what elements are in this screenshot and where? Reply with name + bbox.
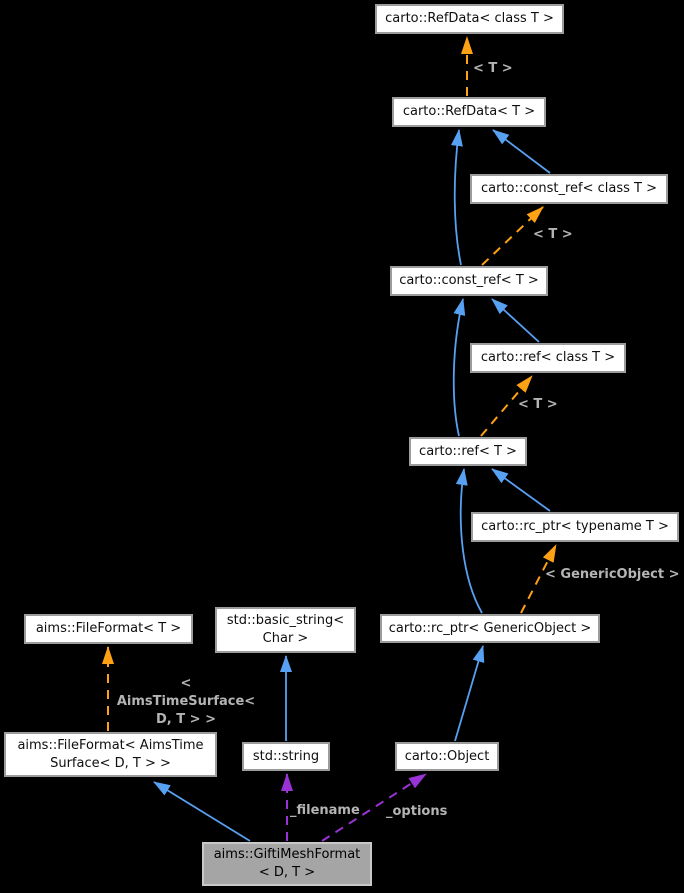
node-carto-const-ref-t[interactable]: carto::const_ref< T >: [390, 266, 548, 296]
edge-label-line2: D, T > >: [156, 712, 216, 727]
edge-ref-t-to-constref-t: [452, 298, 466, 437]
node-label-line1: aims::GiftiMeshFormat: [213, 847, 361, 862]
node-label: aims::FileFormat< T >: [35, 621, 182, 636]
node-carto-refdata-t[interactable]: carto::RefData< T >: [392, 97, 546, 127]
node-label-line1: aims::FileFormat< AimsTime: [17, 737, 204, 753]
edge-label-member-filename: _filename: [290, 803, 360, 818]
node-label: carto::Object: [404, 748, 490, 764]
edge-object-to-rcptr-generic: [454, 645, 485, 742]
node-label: carto::RefData< class T >: [385, 11, 554, 26]
edge-label-template-genericobject: < GenericObject >: [545, 567, 680, 582]
edge-gifti-to-fileformat-aims: [153, 781, 251, 842]
edge-label-template-t-ref: < T >: [518, 397, 558, 412]
node-aims-giftimeshformat-current: aims::GiftiMeshFormat < D, T >: [202, 842, 372, 886]
node-std-basic-string[interactable]: std::basic_string< Char >: [215, 607, 356, 653]
node-label: carto::rc_ptr< GenericObject >: [388, 620, 592, 636]
node-label: carto::const_ref< class T >: [480, 181, 657, 196]
edge-label-template-t-refdata: < T >: [473, 61, 513, 76]
node-label-line1: std::basic_string<: [226, 613, 345, 628]
edge-label-member-options: _options: [386, 804, 448, 819]
node-label-line2: Char >: [262, 631, 309, 646]
node-label: carto::const_ref< T >: [399, 273, 539, 288]
node-carto-rc-ptr-genericobject[interactable]: carto::rc_ptr< GenericObject >: [380, 614, 600, 643]
node-carto-object[interactable]: carto::Object: [395, 742, 499, 771]
node-std-string[interactable]: std::string: [242, 742, 330, 771]
edge-constref-class-to-refdata-t: [492, 129, 551, 174]
edge-constref-t-to-refdata-t: [450, 129, 463, 266]
node-carto-ref-t[interactable]: carto::ref< T >: [409, 437, 527, 466]
node-label: carto::ref< class T >: [480, 350, 616, 365]
edge-label-template-t-const-ref: < T >: [533, 227, 573, 242]
node-carto-rc-ptr-typename-template[interactable]: carto::rc_ptr< typename T >: [471, 512, 679, 542]
node-carto-ref-class-template[interactable]: carto::ref< class T >: [470, 343, 626, 373]
edge-rcptr-typename-to-ref-t: [491, 468, 551, 512]
node-carto-const-ref-class-template[interactable]: carto::const_ref< class T >: [470, 174, 668, 204]
node-label-line2: Surface< D, T > >: [50, 755, 171, 771]
node-label: carto::ref< T >: [419, 443, 517, 459]
node-label: std::string: [252, 748, 320, 764]
edge-ref-class-to-constref-t: [491, 298, 540, 343]
node-carto-refdata-class-template[interactable]: carto::RefData< class T >: [375, 4, 564, 34]
edge-label-line1: < AimsTimeSurface<: [116, 676, 256, 709]
node-aims-fileformat-aimstimesurface[interactable]: aims::FileFormat< AimsTime Surface< D, T…: [4, 732, 217, 777]
node-label: carto::RefData< T >: [402, 104, 536, 119]
node-aims-fileformat-t[interactable]: aims::FileFormat< T >: [24, 614, 193, 644]
node-label: carto::rc_ptr< typename T >: [481, 519, 669, 534]
node-label-line2: < D, T >: [258, 865, 316, 880]
edge-label-template-aimstimesurface: < AimsTimeSurface< D, T > >: [110, 675, 262, 729]
